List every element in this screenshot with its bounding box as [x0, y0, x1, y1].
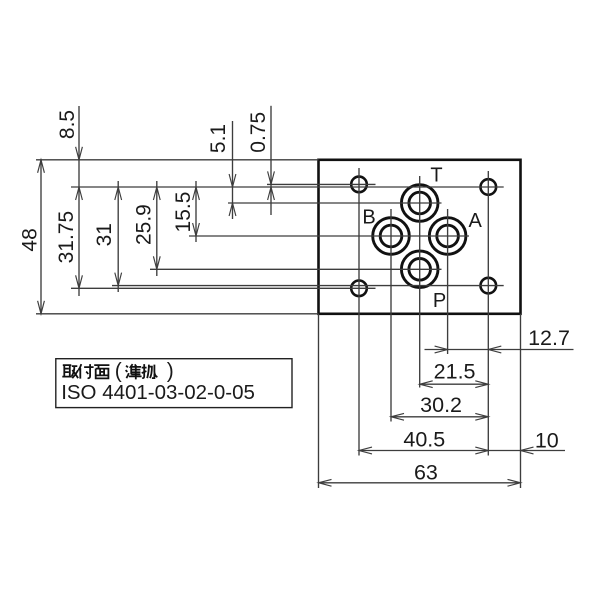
- svg-text:8.5: 8.5: [56, 110, 79, 139]
- svg-text:A: A: [469, 210, 483, 232]
- svg-text:15.5: 15.5: [172, 192, 195, 233]
- svg-text:31.75: 31.75: [55, 211, 78, 264]
- svg-text:63: 63: [414, 460, 438, 484]
- svg-text:0.75: 0.75: [247, 112, 270, 153]
- svg-text:(: (: [115, 360, 122, 383]
- svg-text:48: 48: [18, 228, 41, 251]
- svg-text:B: B: [362, 207, 375, 229]
- svg-text:31: 31: [93, 223, 116, 246]
- svg-text:): ): [167, 360, 174, 383]
- svg-text:P: P: [433, 290, 446, 312]
- svg-text:25.9: 25.9: [133, 204, 156, 245]
- svg-text:ISO 4401-03-02-0-05: ISO 4401-03-02-0-05: [61, 381, 255, 404]
- svg-text:10: 10: [535, 429, 559, 453]
- svg-text:30.2: 30.2: [420, 393, 462, 417]
- svg-text:40.5: 40.5: [403, 427, 445, 451]
- svg-text:21.5: 21.5: [434, 359, 476, 383]
- svg-text:T: T: [430, 164, 442, 186]
- svg-text:12.7: 12.7: [528, 326, 570, 350]
- svg-text:5.1: 5.1: [207, 124, 230, 153]
